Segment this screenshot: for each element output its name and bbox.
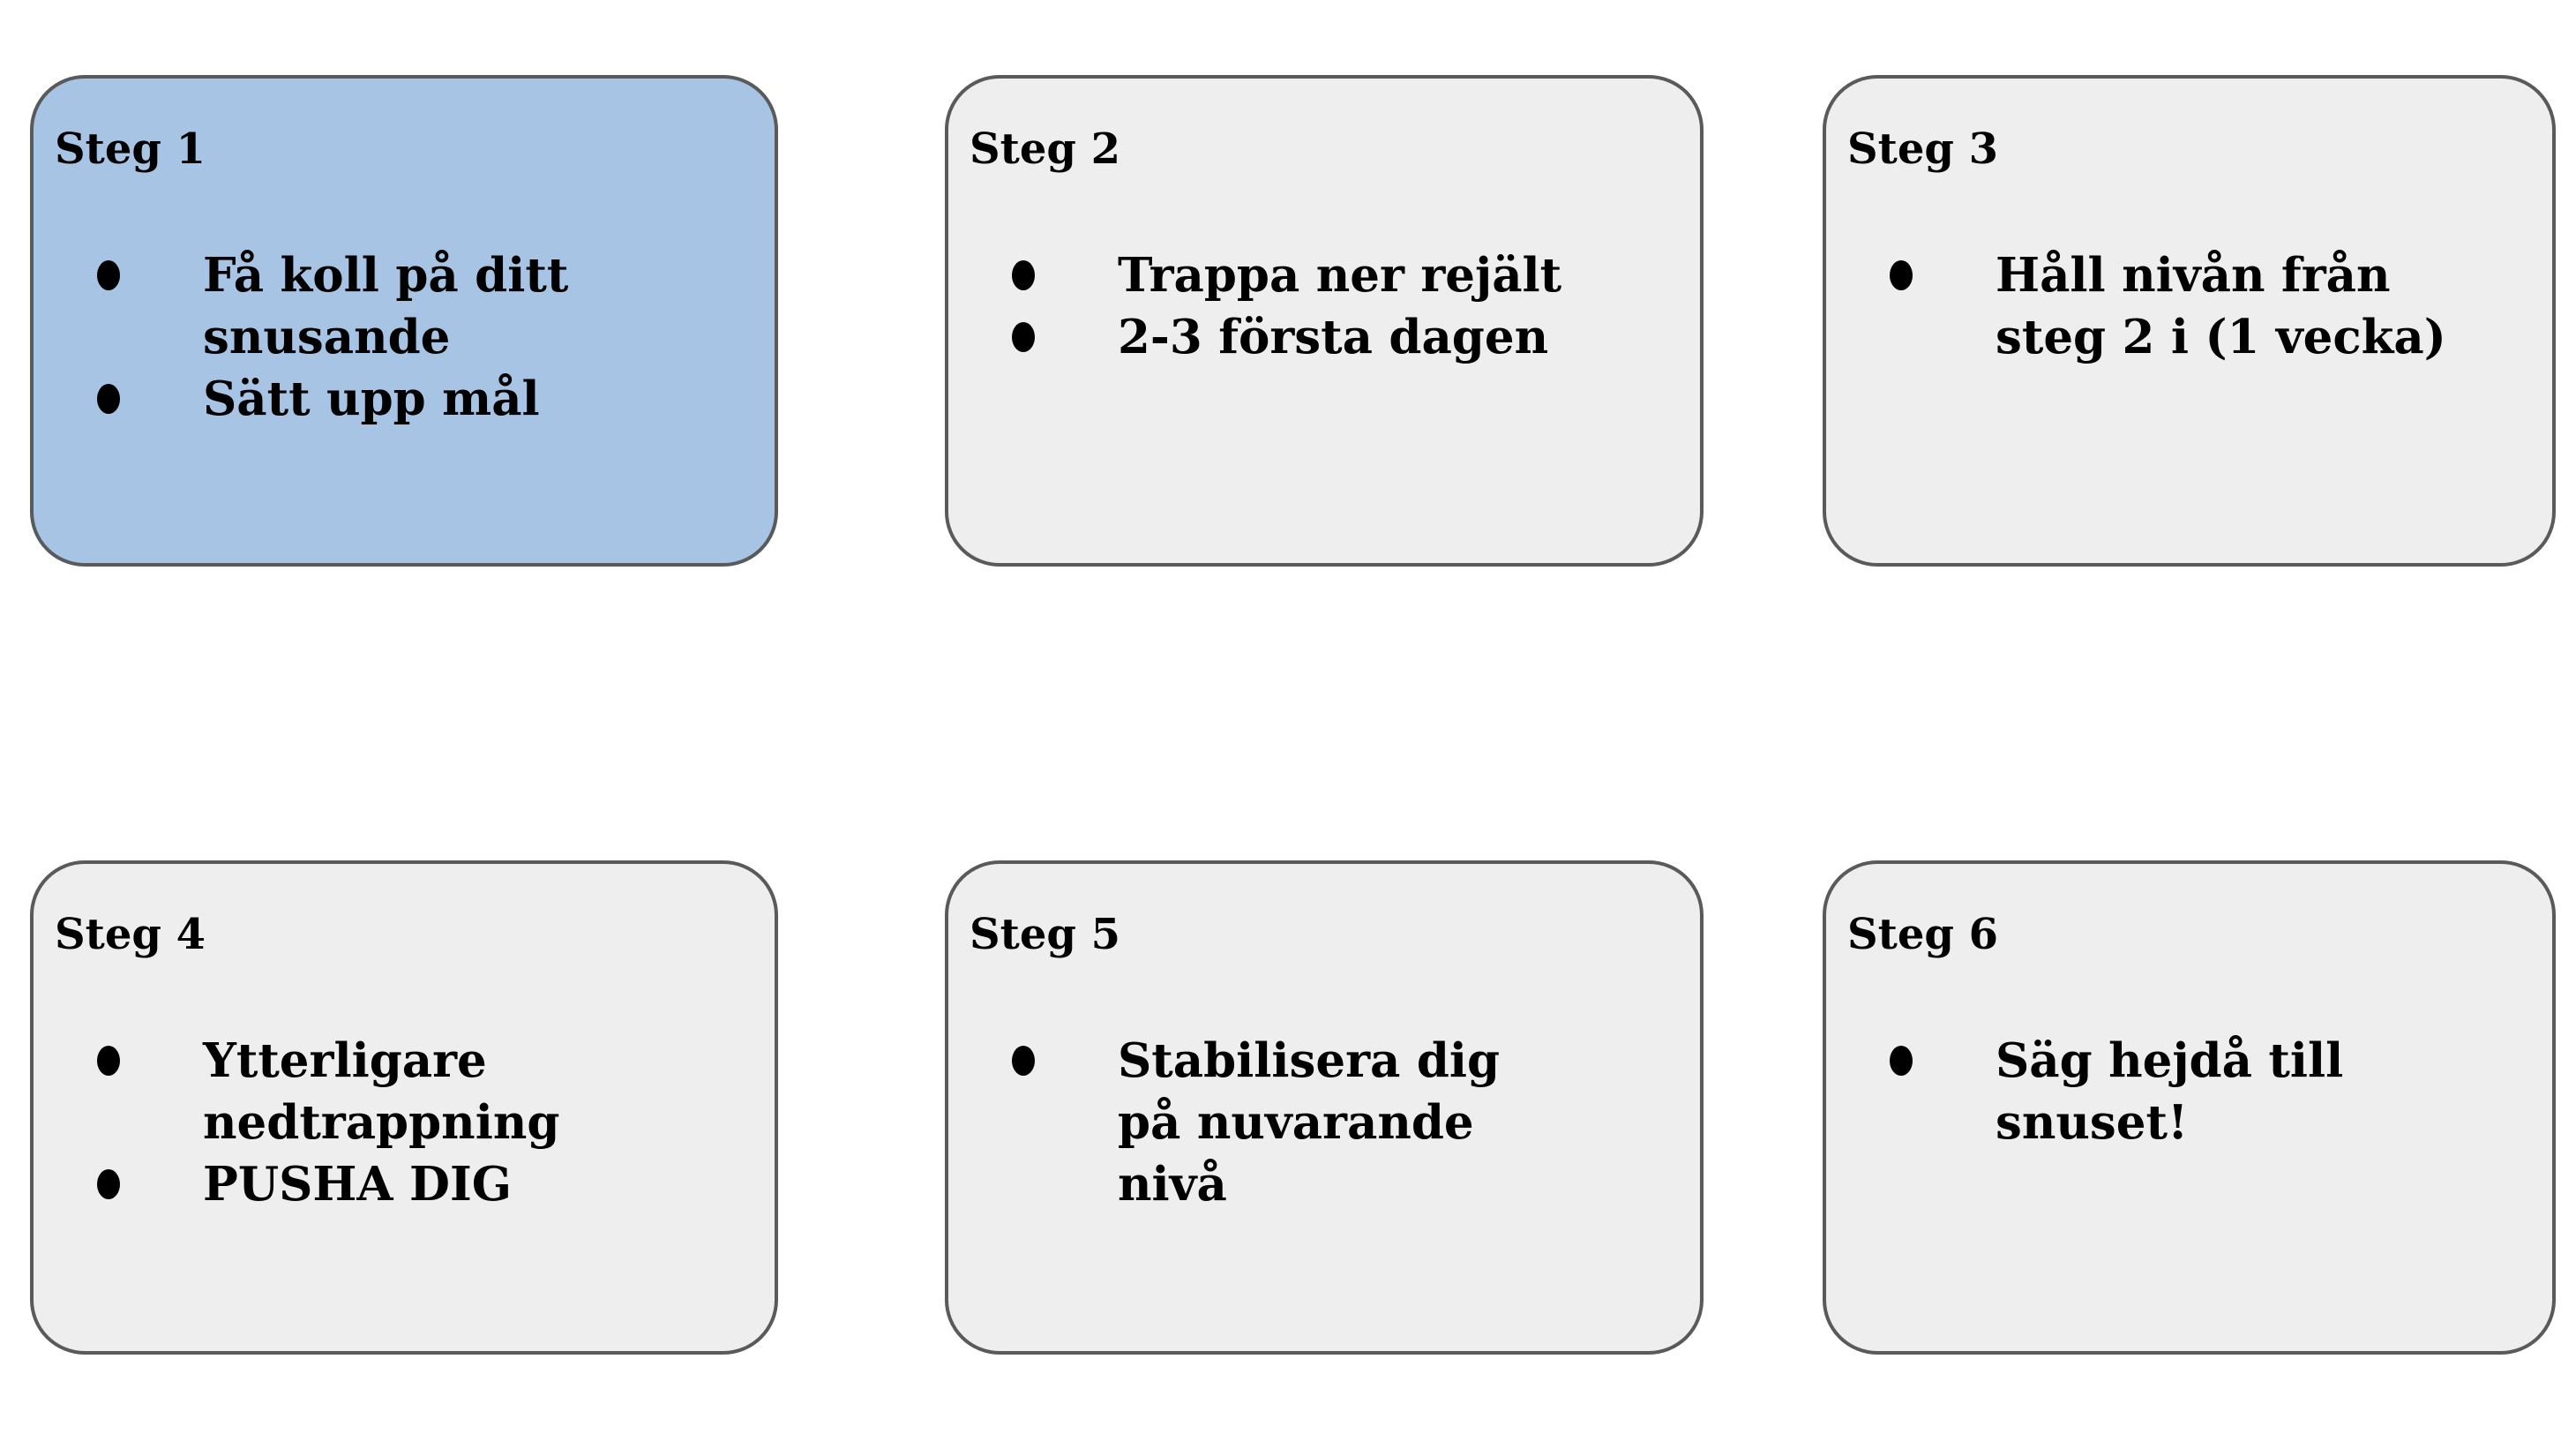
bullet-item: Få koll på ditt snusande bbox=[55, 244, 748, 368]
step-card-1-bullet-list: Få koll på ditt snusande Sätt upp mål bbox=[55, 244, 748, 430]
step-card-2-title: Steg 2 bbox=[970, 124, 1121, 174]
step-card-1: Steg 1 Få koll på ditt snusande Sätt upp… bbox=[30, 75, 778, 567]
bullet-line: steg 2 i (1 vecka) bbox=[1996, 310, 2446, 364]
bullet-item: PUSHA DIG bbox=[55, 1153, 748, 1215]
bullet-item: Sätt upp mål bbox=[55, 368, 748, 430]
bullet-line: Håll nivån från bbox=[1996, 248, 2391, 303]
bullet-line: nivå bbox=[1118, 1157, 1227, 1212]
bullet-line: PUSHA DIG bbox=[203, 1157, 513, 1212]
bullet-line: snusande bbox=[203, 310, 451, 364]
bullet-line: nedtrappning bbox=[203, 1095, 560, 1150]
bullet-line: 2-3 första dagen bbox=[1118, 310, 1549, 364]
step-card-6-bullet-list: Säg hejdå till snuset! bbox=[1847, 1030, 2526, 1153]
bullet-line: snuset! bbox=[1996, 1095, 2189, 1150]
step-card-6: Steg 6 Säg hejdå till snuset! bbox=[1823, 860, 2556, 1355]
step-card-4-title: Steg 4 bbox=[55, 910, 206, 959]
bullet-line: Sätt upp mål bbox=[203, 372, 540, 426]
step-card-5-title: Steg 5 bbox=[970, 910, 1121, 959]
step-card-3-bullet-list: Håll nivån från steg 2 i (1 vecka) bbox=[1847, 244, 2526, 368]
bullet-line: Säg hejdå till bbox=[1996, 1033, 2344, 1088]
bullet-item: Håll nivån från steg 2 i (1 vecka) bbox=[1847, 244, 2526, 368]
step-card-4: Steg 4 Ytterligare nedtrappning PUSHA DI… bbox=[30, 860, 778, 1355]
step-card-5: Steg 5 Stabilisera dig på nuvarande nivå bbox=[945, 860, 1704, 1355]
step-card-5-bullet-list: Stabilisera dig på nuvarande nivå bbox=[970, 1030, 1674, 1215]
step-card-3-title: Steg 3 bbox=[1847, 124, 1999, 174]
step-card-4-bullet-list: Ytterligare nedtrappning PUSHA DIG bbox=[55, 1030, 748, 1215]
bullet-line: Stabilisera dig bbox=[1118, 1033, 1501, 1088]
bullet-line: Ytterligare bbox=[203, 1033, 487, 1088]
bullet-line: på nuvarande bbox=[1118, 1095, 1474, 1150]
bullet-item: Stabilisera dig på nuvarande nivå bbox=[970, 1030, 1674, 1215]
bullet-line: Trappa ner rejält bbox=[1118, 248, 1562, 303]
bullet-item: Ytterligare nedtrappning bbox=[55, 1030, 748, 1153]
bullet-item: Trappa ner rejält bbox=[970, 244, 1674, 306]
step-card-6-title: Steg 6 bbox=[1847, 910, 1999, 959]
step-card-1-title: Steg 1 bbox=[55, 124, 206, 174]
step-card-2: Steg 2 Trappa ner rejält 2-3 första dage… bbox=[945, 75, 1704, 567]
bullet-item: 2-3 första dagen bbox=[970, 306, 1674, 368]
step-card-3: Steg 3 Håll nivån från steg 2 i (1 vecka… bbox=[1823, 75, 2556, 567]
bullet-item: Säg hejdå till snuset! bbox=[1847, 1030, 2526, 1153]
bullet-line: Få koll på ditt bbox=[203, 248, 569, 303]
step-card-2-bullet-list: Trappa ner rejält 2-3 första dagen bbox=[970, 244, 1674, 368]
